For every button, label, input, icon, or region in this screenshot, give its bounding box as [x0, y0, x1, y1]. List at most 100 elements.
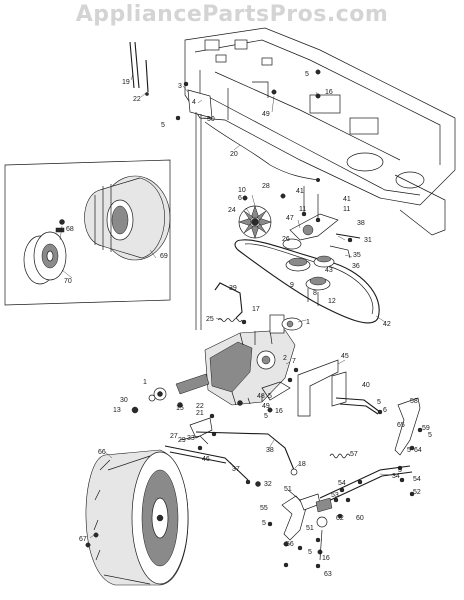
- part-label-13: 13: [113, 407, 121, 414]
- part-label-4: 4: [192, 99, 196, 106]
- part-label-5: 5: [428, 432, 432, 439]
- part-label-32: 32: [264, 481, 272, 488]
- part-label-59: 59: [422, 425, 430, 432]
- part-label-57: 57: [350, 451, 358, 458]
- part-label-30: 30: [120, 397, 128, 404]
- watermark: AppliancePartsPros.com: [75, 2, 389, 27]
- part-label-62: 62: [336, 515, 344, 522]
- part-label-22: 22: [196, 403, 204, 410]
- part-label-41: 41: [296, 188, 304, 195]
- part-label-35: 35: [353, 252, 361, 259]
- part-label-5: 5: [268, 393, 272, 400]
- part-label-6: 6: [383, 407, 387, 414]
- part-label-5: 5: [308, 549, 312, 556]
- part-label-19: 19: [122, 79, 130, 86]
- part-label-6: 6: [238, 195, 242, 202]
- part-label-55: 55: [260, 505, 268, 512]
- part-label-5: 5: [305, 71, 309, 78]
- part-label-49: 49: [262, 111, 270, 118]
- part-label-51: 51: [284, 486, 292, 493]
- part-label-21: 21: [196, 410, 204, 417]
- part-label-9: 9: [290, 282, 294, 289]
- part-label-20: 20: [230, 151, 238, 158]
- hitch-bracket: [297, 359, 383, 417]
- part-label-70: 70: [64, 278, 72, 285]
- part-label-11: 11: [299, 206, 306, 213]
- part-label-28: 28: [262, 183, 270, 190]
- brake-cable: [204, 121, 319, 181]
- part-label-26: 26: [282, 236, 290, 243]
- part-label-40: 40: [362, 382, 370, 389]
- part-label-5: 5: [262, 520, 266, 527]
- part-label-16: 16: [325, 89, 333, 96]
- part-label-46: 46: [202, 456, 210, 463]
- part-label-50: 50: [207, 116, 215, 123]
- part-label-38: 38: [266, 447, 274, 454]
- transaxle: [131, 314, 303, 414]
- control-rods: [129, 41, 149, 96]
- pivot-bracket: [175, 81, 213, 330]
- leader-lines: [59, 73, 393, 539]
- part-label-10: 10: [238, 187, 246, 194]
- part-label-45: 45: [341, 353, 349, 360]
- part-label-31: 31: [364, 237, 372, 244]
- part-label-2: 2: [283, 355, 287, 362]
- fan-pulley-assembly: [234, 186, 380, 324]
- part-label-5: 5: [398, 467, 402, 474]
- part-label-60: 60: [356, 515, 364, 522]
- part-label-48: 48: [257, 393, 265, 400]
- part-label-16: 16: [322, 555, 330, 562]
- part-label-16: 16: [275, 408, 283, 415]
- part-label-25: 25: [206, 316, 214, 323]
- part-label-5: 5: [161, 122, 165, 129]
- part-label-69: 69: [160, 253, 168, 260]
- part-label-22: 22: [133, 96, 141, 103]
- part-label-47: 47: [286, 215, 294, 222]
- part-label-63: 63: [324, 571, 332, 578]
- part-label-38: 38: [357, 220, 365, 227]
- part-label-17: 17: [252, 306, 260, 313]
- rear-tire: [85, 449, 189, 586]
- part-label-12: 12: [328, 298, 336, 305]
- part-label-42: 42: [383, 321, 391, 328]
- part-label-15: 15: [176, 405, 184, 412]
- part-label-54: 54: [413, 476, 421, 483]
- part-label-37: 37: [232, 466, 240, 473]
- part-label-67: 67: [79, 536, 87, 543]
- part-label-8: 8: [313, 290, 317, 297]
- part-label-68: 68: [66, 226, 74, 233]
- part-label-7: 7: [292, 358, 296, 365]
- tractor-frame: [184, 27, 456, 236]
- part-label-65: 65: [397, 422, 405, 429]
- part-label-18: 18: [298, 461, 306, 468]
- part-label-51: 51: [306, 525, 314, 532]
- part-label-39: 39: [229, 285, 237, 292]
- part-label-1: 1: [143, 379, 147, 386]
- spring-and-rod: [214, 282, 247, 325]
- part-label-64: 64: [414, 447, 422, 454]
- part-label-1: 1: [306, 319, 310, 326]
- part-label-24: 24: [228, 207, 236, 214]
- part-label-29: 29: [178, 437, 186, 444]
- part-label-58: 58: [410, 398, 418, 405]
- part-label-33: 33: [187, 435, 195, 442]
- part-label-3: 3: [178, 83, 182, 90]
- part-label-36: 36: [352, 263, 360, 270]
- front-wheel-inset: [4, 159, 171, 306]
- part-label-5: 5: [407, 447, 411, 454]
- part-label-11: 11: [343, 206, 350, 213]
- part-label-43: 43: [325, 267, 333, 274]
- part-label-52: 52: [413, 489, 421, 496]
- part-label-5: 5: [264, 413, 268, 420]
- part-label-41: 41: [343, 196, 351, 203]
- part-label-54: 54: [338, 480, 346, 487]
- part-label-66: 66: [98, 449, 106, 456]
- part-label-56: 56: [286, 541, 294, 548]
- part-label-27: 27: [170, 433, 178, 440]
- part-number-labels: 19 22 3 4 50 5 5 16 49 20 10 6 28 41 41 …: [64, 71, 432, 578]
- part-label-49: 49: [262, 403, 270, 410]
- control-linkage: [164, 397, 423, 569]
- part-label-5: 5: [377, 399, 381, 406]
- part-label-53: 53: [331, 492, 339, 499]
